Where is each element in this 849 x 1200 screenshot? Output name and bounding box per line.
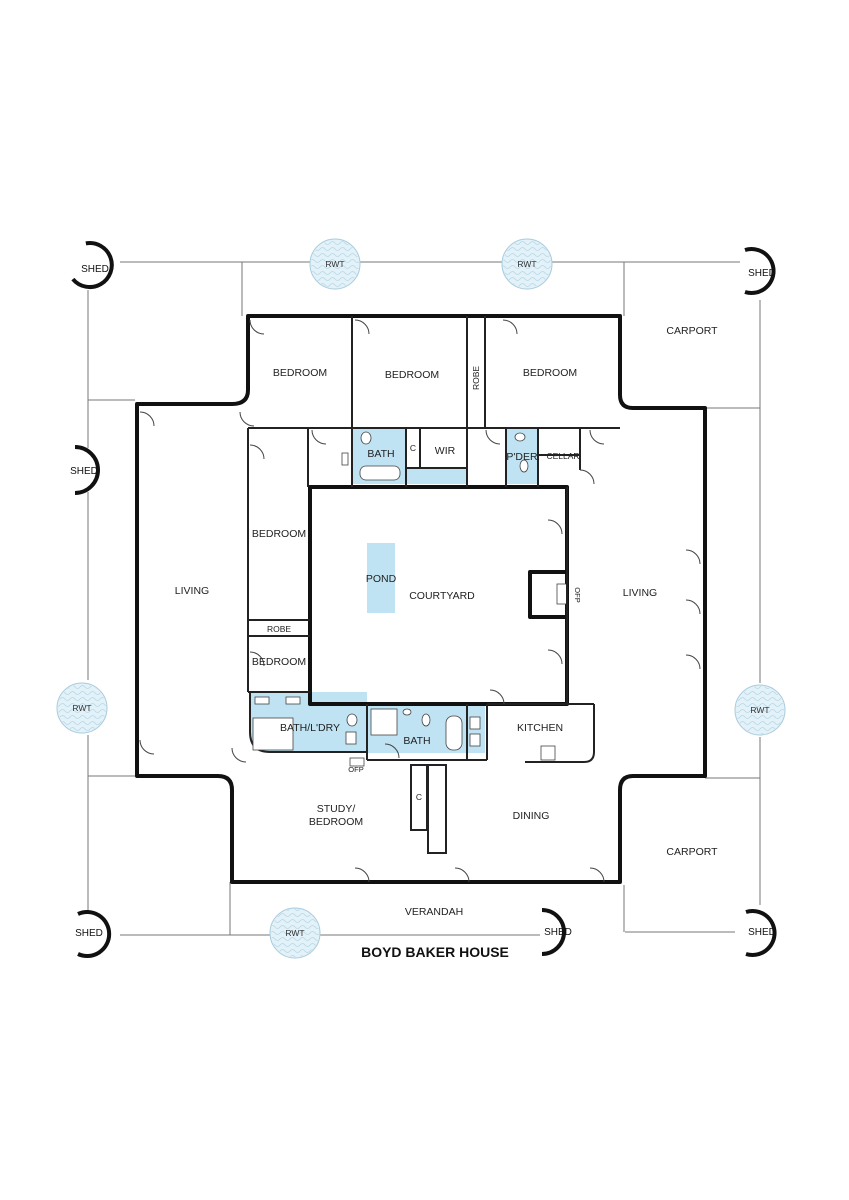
room-label-bedroom-4: BEDROOM — [252, 528, 306, 540]
room-label-bedroom-5: BEDROOM — [252, 656, 306, 668]
shed-6: SHED — [745, 909, 777, 957]
shed-2: SHED — [744, 247, 776, 295]
room-label-cellar: CELLAR — [546, 451, 579, 461]
room-label-robe-vertical: ROBE — [471, 366, 481, 390]
room-label-bath-north: BATH — [367, 448, 394, 460]
room-label-dining: DINING — [513, 810, 550, 822]
bath-fixtures — [252, 431, 556, 767]
room-label-carport-north: CARPORT — [666, 325, 718, 337]
shed-5: SHED — [541, 908, 572, 956]
plan-title: BOYD BAKER HOUSE — [361, 944, 509, 960]
svg-text:RWT: RWT — [517, 259, 536, 269]
site-boundary-lines — [87, 261, 761, 936]
room-label-living-east: LIVING — [623, 587, 657, 599]
room-label-study-line1: STUDY/ — [317, 803, 356, 815]
room-label-robe-horizontal: ROBE — [267, 624, 291, 634]
svg-text:SHED: SHED — [748, 268, 776, 279]
door-swings — [139, 319, 701, 883]
svg-text:RWT: RWT — [285, 928, 304, 938]
room-label-closet-c-south: C — [416, 792, 422, 802]
rwt-tank-1: RWT — [309, 238, 361, 290]
svg-text:SHED: SHED — [70, 466, 98, 477]
room-label-ofp-east: OFP — [573, 587, 582, 602]
interior-walls — [247, 316, 620, 854]
room-label-ofp-south: OFP — [348, 765, 363, 774]
room-label-bedroom-3: BEDROOM — [523, 367, 577, 379]
svg-text:RWT: RWT — [750, 705, 769, 715]
shed-4: SHED — [75, 910, 112, 958]
rwt-tank-4: RWT — [734, 684, 786, 736]
room-label-carport-south: CARPORT — [666, 846, 718, 858]
rainwater-tanks: RWT RWT RWT RWT RWT — [56, 238, 786, 959]
room-label-courtyard: COURTYARD — [409, 590, 475, 602]
room-label-living-west: LIVING — [175, 585, 209, 597]
room-label-bedroom-2: BEDROOM — [385, 369, 439, 381]
svg-text:SHED: SHED — [81, 264, 109, 275]
room-label-kitchen: KITCHEN — [517, 722, 563, 734]
room-label-bath-south: BATH — [403, 735, 430, 747]
pond-shape — [367, 543, 395, 613]
shed-1: SHED — [71, 241, 114, 290]
rwt-tank-3: RWT — [56, 682, 108, 734]
svg-text:SHED: SHED — [748, 927, 776, 938]
room-label-bedroom-1: BEDROOM — [273, 367, 327, 379]
sheds: SHED SHED SHED SHED SHED SHED — [70, 241, 777, 958]
svg-text:RWT: RWT — [72, 703, 91, 713]
room-label-verandah: VERANDAH — [405, 906, 463, 918]
room-label-powder: P'DER — [506, 451, 538, 463]
room-label-wir: WIR — [435, 445, 456, 457]
room-labels: BEDROOM BEDROOM BEDROOM BEDROOM BEDROOM … — [175, 325, 718, 918]
room-label-closet-c-north: C — [410, 443, 416, 453]
svg-text:SHED: SHED — [544, 927, 572, 938]
svg-text:SHED: SHED — [75, 928, 103, 939]
room-label-bath-laundry: BATH/L'DRY — [280, 722, 340, 734]
rwt-tank-5: RWT — [269, 907, 321, 959]
room-label-study-line2: BEDROOM — [309, 816, 363, 828]
svg-text:RWT: RWT — [325, 259, 344, 269]
rwt-tank-2: RWT — [501, 238, 553, 290]
shed-3: SHED — [70, 445, 100, 495]
room-label-pond: POND — [366, 573, 397, 585]
